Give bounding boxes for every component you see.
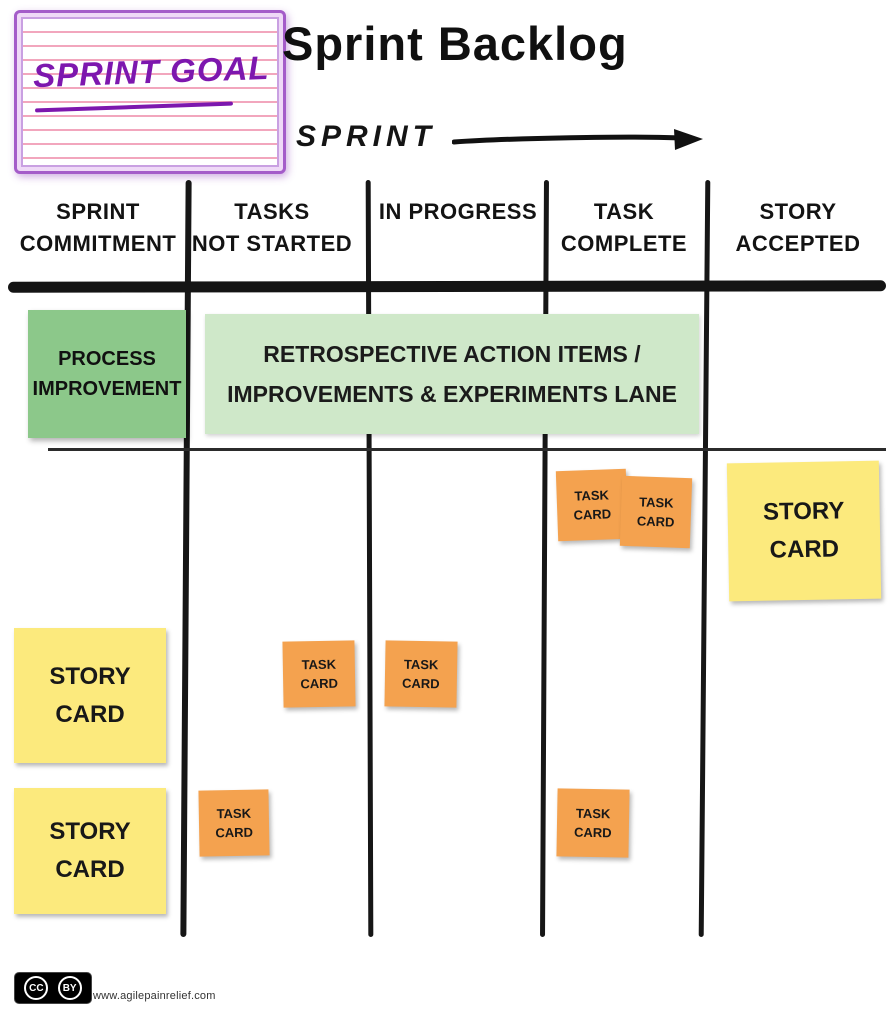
retrospective-lane-banner: RETROSPECTIVE ACTION ITEMS / IMPROVEMENT… <box>205 314 699 434</box>
column-header-tasks-not-started: TASKS NOT STARTED <box>191 199 353 256</box>
creative-commons-badge: CC BY <box>14 972 92 1004</box>
cc-attribution-icon: BY <box>57 976 82 1000</box>
process-improvement-note: PROCESS IMPROVEMENT <box>28 310 186 438</box>
column-divider-line-2 <box>365 179 374 938</box>
cc-license-icon: CC <box>24 976 49 1000</box>
website-url: www.agilepainrelief.com <box>93 990 216 1002</box>
page-title: Sprint Backlog <box>282 17 628 70</box>
improvement-lane-divider-line <box>48 448 886 451</box>
story-card: STORY CARD <box>14 628 166 763</box>
sprint-label: SPRINT <box>296 120 437 153</box>
task-card: TASK CARD <box>384 640 458 708</box>
sprint-arrow-icon <box>452 129 703 150</box>
column-divider-line-3 <box>540 179 549 938</box>
index-card-ruled-area: SPRINT GOAL <box>21 17 279 167</box>
column-header-in-progress: IN PROGRESS <box>378 199 538 224</box>
story-card: STORY CARD <box>14 788 166 914</box>
column-header-story-accepted: STORY ACCEPTED <box>735 199 861 256</box>
sprint-goal-text: SPRINT GOAL <box>32 48 271 95</box>
sprint-goal-underline <box>34 101 234 113</box>
column-divider-line-1 <box>180 179 192 938</box>
column-header-sprint-commitment: SPRINT COMMITMENT <box>19 199 177 256</box>
task-card: TASK CARD <box>282 640 356 708</box>
story-card: STORY CARD <box>726 460 882 602</box>
sprint-goal-card: SPRINT GOAL <box>14 10 286 174</box>
task-card: TASK CARD <box>556 788 630 858</box>
task-card: TASK CARD <box>555 468 629 542</box>
column-header-task-complete: TASK COMPLETE <box>560 199 688 256</box>
header-divider-line <box>7 280 887 293</box>
task-card: TASK CARD <box>619 475 693 549</box>
column-divider-line-4 <box>698 179 711 938</box>
task-card: TASK CARD <box>198 789 270 857</box>
